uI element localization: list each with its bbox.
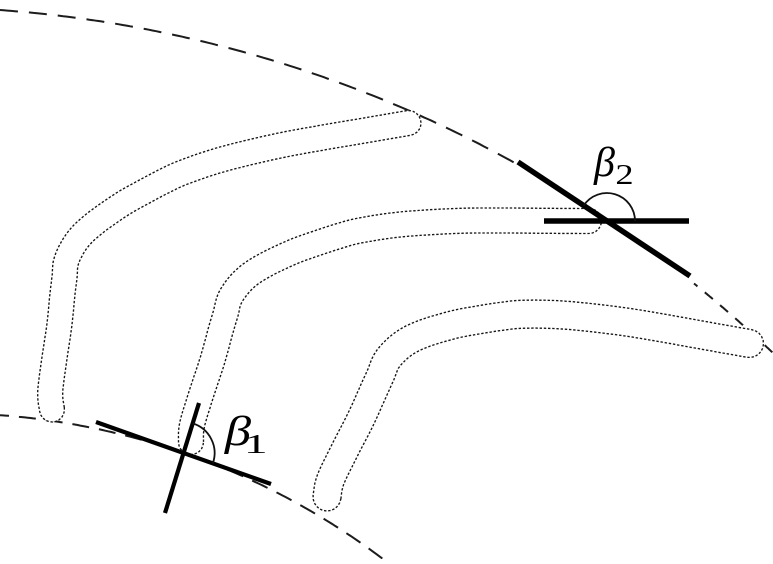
- svg-text:2: 2: [615, 160, 633, 191]
- svg-text:β: β: [593, 140, 615, 186]
- svg-text:1: 1: [244, 429, 268, 460]
- svg-text:β: β: [224, 409, 252, 455]
